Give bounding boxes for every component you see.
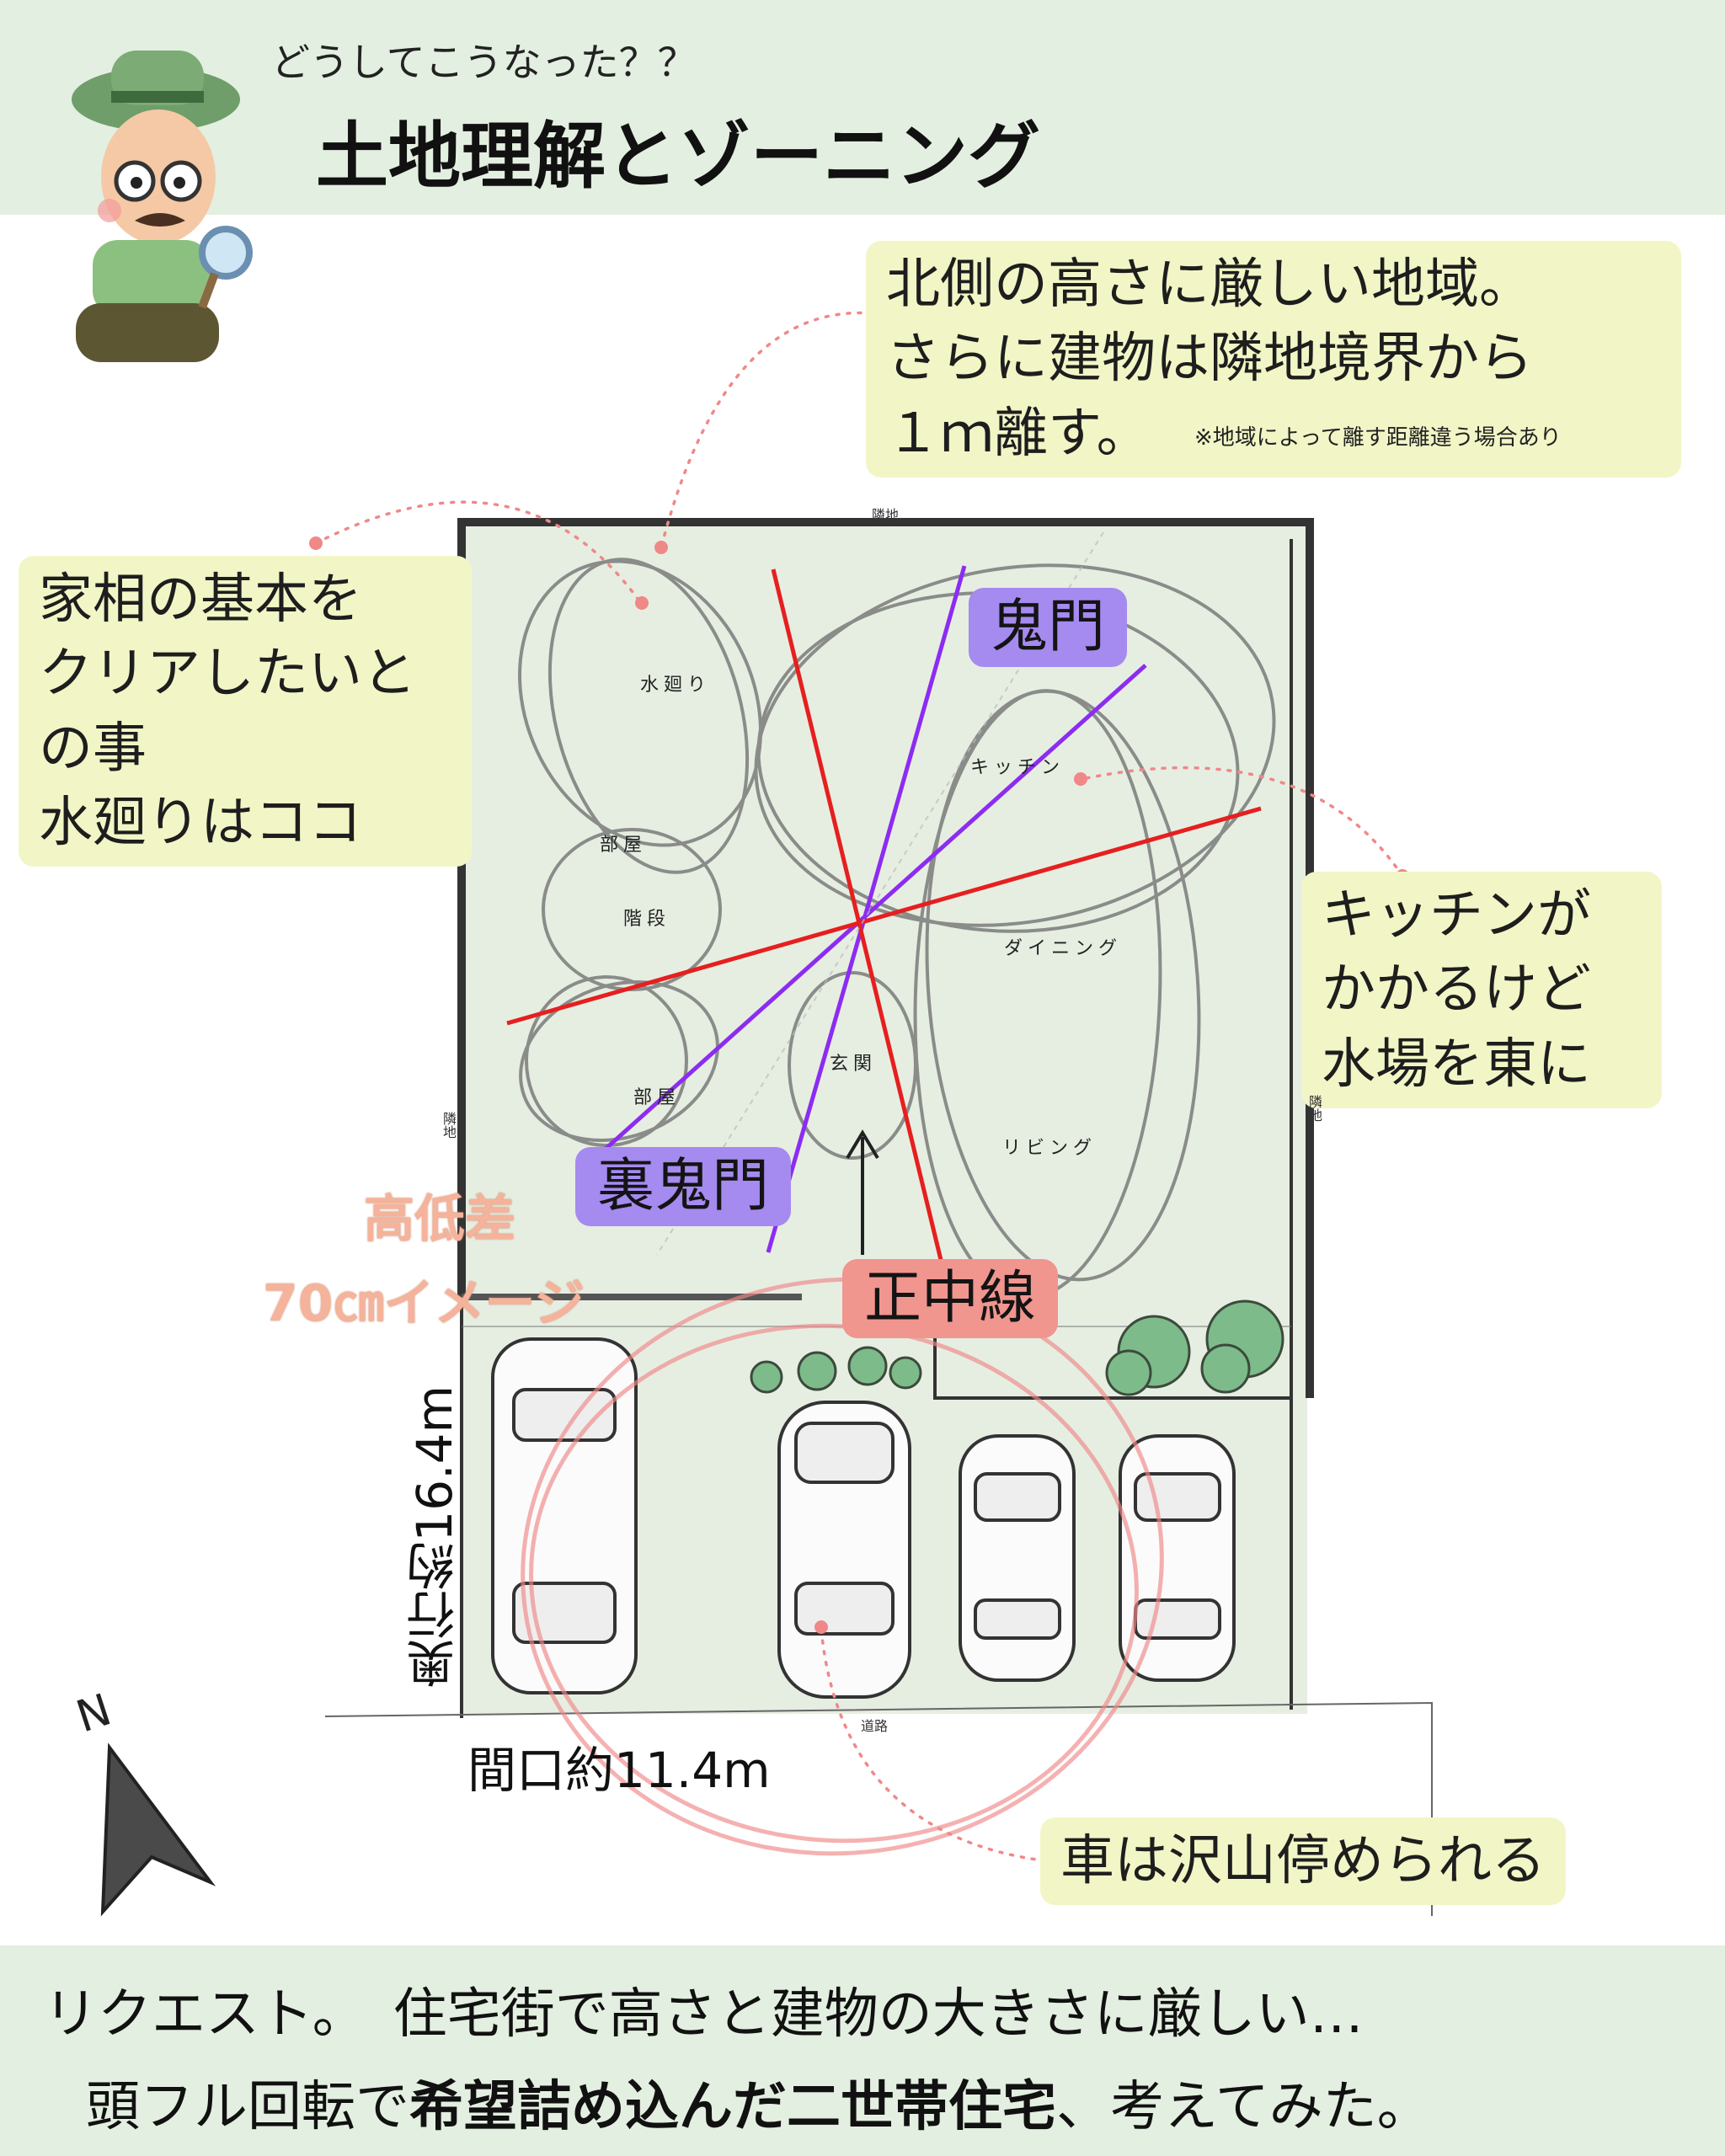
ura-kimon-label: 裏鬼門 [575,1147,792,1226]
height-diff-1: 高低差 [364,1190,515,1249]
frontage-dimension: 間口約11.4m [467,1742,771,1799]
neighbor-right-label: 隣地 [1306,1095,1322,1122]
kaso-callout: 家相の基本を クリアしたいとの事 水廻りはココ [19,556,472,867]
seichusen-label: 正中線 [842,1259,1059,1338]
footer-line-2: 頭フル回転で希望詰め込んだ二世帯住宅、考えてみた。 [86,2076,1431,2138]
kitchen-callout: キッチンが かかるけど 水場を東に [1301,872,1662,1108]
room-heya-1: 部屋 [600,835,648,856]
neighbor-top-label: 隣地 [872,507,900,523]
north-height-note: ※地域によって離す距離違う場合あり [1188,417,1568,455]
room-dining: ダイニング [1004,938,1123,959]
room-mizumawari: 水廻り [640,675,712,696]
kimon-line [861,565,967,923]
header-band [0,0,1725,215]
room-kaidan: 階段 [623,909,671,930]
road-label: 道路 [861,1718,889,1734]
room-living: リビング [1002,1138,1097,1159]
room-kitchen: キッチン [970,757,1065,778]
north-arrow-icon [100,1742,216,1917]
seichusen-line [771,568,944,1264]
ura-kimon-line [579,664,1147,1172]
leader-lines [314,311,1404,1863]
room-heya-2: 部屋 [633,1087,681,1108]
kimon-label: 鬼門 [969,588,1128,667]
cars-callout: 車は沢山停められる [1040,1817,1566,1906]
subtitle: どうしてこうなった？？ [271,40,697,85]
footer-band [0,1945,1725,2156]
height-diff-2: 70㎝イメージ [263,1274,585,1333]
depth-dimension: 奥行約16.4m [406,1385,463,1689]
east-west-line [506,806,1262,1026]
footer-line-1: リクエスト。 住宅街で高さと建物の大きさに厳しい… [44,1983,1364,2046]
room-genkan: 玄関 [830,1054,878,1075]
neighbor-left-label: 隣地 [441,1112,457,1139]
detective-illustration [72,51,253,362]
tree-icon [750,1299,1284,1396]
page-title: 土地理解とゾーニング [316,115,1040,199]
